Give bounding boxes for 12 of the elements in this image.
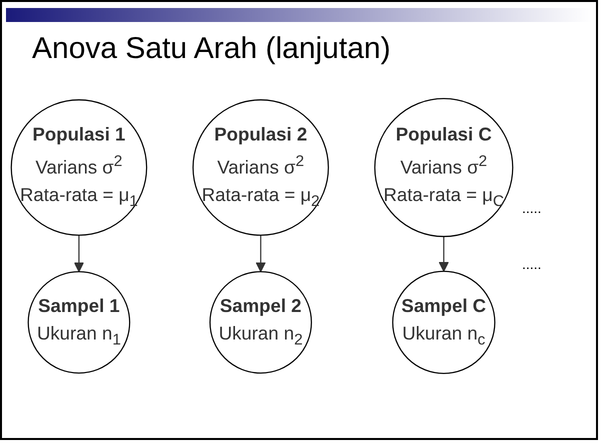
arrow — [74, 235, 84, 272]
node-circle: Sampel 1 Ukuran n$_{1}$ — [28, 271, 130, 374]
node-circle: Populasi 2 Varians σ$^{2}$ Rata-rata = μ$_{2}$ — [192, 99, 329, 236]
slide-title: Anova Satu Arah (lanjutan) — [32, 32, 391, 66]
arrow — [256, 235, 266, 272]
arrow — [438, 236, 449, 272]
ellipsis-label: ..... — [522, 256, 542, 272]
node-circle: Sampel C Ukuran n$_{c}$ — [392, 270, 496, 374]
node-circle: Populasi 1 Varians σ$^{2}$ Rata-rata = μ$_{1}$ — [10, 99, 148, 236]
ellipsis-label: ..... — [522, 200, 542, 216]
node-circle: Sampel 2 Ukuran n$_{2}$ — [209, 271, 312, 374]
node-circle: Populasi C Varians σ$^{2}$ Rata-rata = μ$_{C}$ — [374, 98, 514, 238]
